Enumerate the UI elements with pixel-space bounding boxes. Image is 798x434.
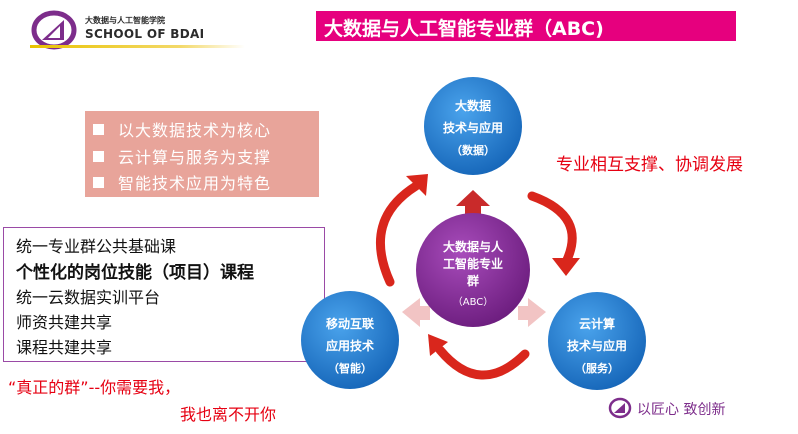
- shared-item: 统一云数据实训平台: [16, 288, 161, 307]
- shared-item: 统一专业群公共基础课: [16, 237, 177, 256]
- square-bullet-icon: [93, 124, 104, 135]
- slogan-text: 以匠心 致创新: [637, 402, 726, 418]
- right-arrow-icon: [518, 298, 546, 327]
- school-name-en: SCHOOL OF BDAI: [85, 27, 205, 41]
- pillar-text: 智能技术应用为特色: [118, 174, 272, 193]
- top-node-circle: [424, 77, 522, 175]
- left-node-circle: [301, 291, 399, 389]
- shared-resources-box: 统一专业群公共基础课 个性化的岗位技能（项目）课程 统一云数据实训平台 师资共建…: [3, 227, 325, 362]
- square-bullet-icon: [93, 151, 104, 162]
- arrowhead-icon: [552, 258, 580, 276]
- left-arrow-icon: [402, 298, 430, 327]
- pillar-box: [85, 111, 319, 197]
- center-node-line4: （ABC）: [453, 296, 494, 308]
- center-node-line3: 群: [466, 273, 479, 288]
- arrowhead-icon: [406, 174, 428, 196]
- top-node-line1: 大数据: [455, 98, 491, 113]
- shared-item: 课程共建共享: [16, 338, 113, 357]
- shared-item: 个性化的岗位技能（项目）课程: [16, 263, 254, 283]
- page-title: 大数据与人工智能专业群（ABC): [324, 18, 604, 40]
- top-node-line2: 技术与应用: [443, 120, 503, 135]
- pillar-item: 以大数据技术为核心: [93, 117, 271, 141]
- relation-text: 专业相互支撑、协调发展: [556, 155, 743, 175]
- slogan-emblem-icon: [608, 397, 632, 419]
- center-node-line1: 大数据与人: [443, 239, 504, 254]
- center-node-circle: [416, 213, 530, 327]
- center-node-line2: 工智能专业: [443, 256, 503, 271]
- school-name-cn: 大数据与人工智能学院: [85, 16, 165, 25]
- pillar-item: 云计算与服务为支撑: [93, 144, 271, 168]
- up-arrow-icon: [456, 190, 490, 216]
- pillar-item: 智能技术应用为特色: [93, 170, 271, 194]
- shared-item: 师资共建共享: [16, 313, 113, 332]
- pillar-text: 云计算与服务为支撑: [118, 148, 272, 167]
- curved-arrow-left: [375, 181, 421, 287]
- logo-underline: [30, 45, 245, 48]
- square-bullet-icon: [93, 177, 104, 188]
- left-node-line2: 应用技术: [326, 338, 374, 353]
- right-node-line2: 技术与应用: [567, 338, 627, 353]
- school-name: 大数据与人工智能学院 SCHOOL OF BDAI: [85, 15, 204, 41]
- curved-arrow-top-right: [527, 191, 577, 267]
- right-node-line3: （服务）: [575, 361, 619, 375]
- right-node-circle: [548, 292, 646, 390]
- left-node-line1: 移动互联: [326, 316, 374, 331]
- quote-line-1: “真正的群”--你需要我，: [8, 378, 181, 397]
- left-node-line3: （智能）: [328, 361, 372, 375]
- right-node-line1: 云计算: [579, 316, 615, 331]
- arrowhead-icon: [428, 334, 448, 356]
- title-bar: [316, 11, 736, 41]
- curved-arrow-bottom: [435, 345, 530, 380]
- quote-line-2: 我也离不开你: [180, 405, 277, 424]
- pillar-text: 以大数据技术为核心: [118, 121, 272, 140]
- top-node-line3: （数据）: [451, 143, 495, 157]
